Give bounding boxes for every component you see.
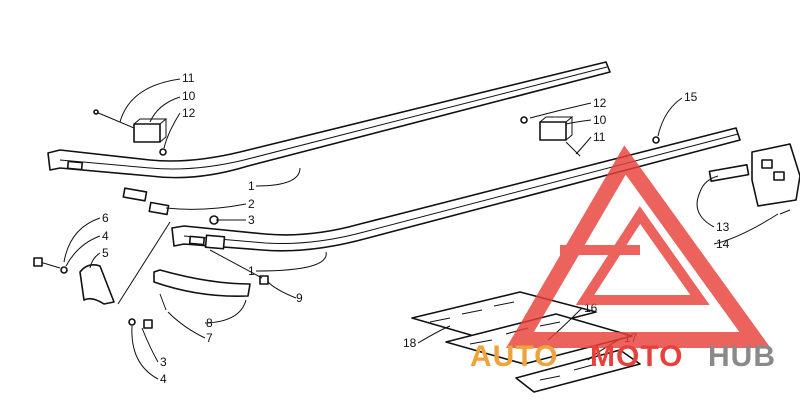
watermark-auto: AUTO (470, 340, 558, 373)
upper-block-assembly (93, 109, 168, 156)
wear-strip (153, 269, 251, 311)
bracket-plate (652, 136, 800, 215)
watermark-logo (506, 145, 771, 348)
callout-1: 1 (248, 264, 255, 278)
callout-10: 10 (182, 89, 196, 103)
upper-slide-rail (47, 61, 611, 179)
callout-12: 12 (182, 106, 196, 120)
callout-14: 14 (716, 237, 730, 251)
callout-18: 18 (403, 336, 417, 350)
watermark-hub: HUB (708, 340, 776, 373)
right-block-assembly (520, 116, 581, 157)
callout-13: 13 (716, 220, 730, 234)
leader-lines (63, 78, 779, 380)
callout-4: 4 (102, 229, 109, 243)
callout-3: 3 (160, 355, 167, 369)
callout-11: 11 (182, 71, 195, 85)
lower-slide-rail (171, 127, 741, 252)
callout-1: 1 (248, 179, 255, 193)
callout-7: 7 (206, 331, 213, 345)
toe-block (33, 221, 171, 329)
callout-5: 5 (102, 246, 109, 260)
callout-9: 9 (296, 291, 303, 305)
callout-2: 2 (248, 197, 255, 211)
callout-10: 10 (593, 113, 607, 127)
watermark-text: AUTO MOTO HUB (470, 340, 776, 373)
crossbar-pieces (122, 187, 170, 216)
callout-15: 15 (684, 90, 698, 104)
callout-4: 4 (160, 372, 167, 386)
watermark-moto: MOTO (590, 340, 683, 373)
callout-3: 3 (248, 213, 255, 227)
callout-12: 12 (593, 96, 607, 110)
small-fasteners (209, 215, 269, 285)
callout-6: 6 (102, 211, 109, 225)
callout-11: 11 (593, 130, 606, 144)
callout-numbers: 11 10 12 12 10 11 15 1 2 3 6 4 5 13 14 1… (102, 71, 730, 386)
callout-8: 8 (206, 316, 213, 330)
